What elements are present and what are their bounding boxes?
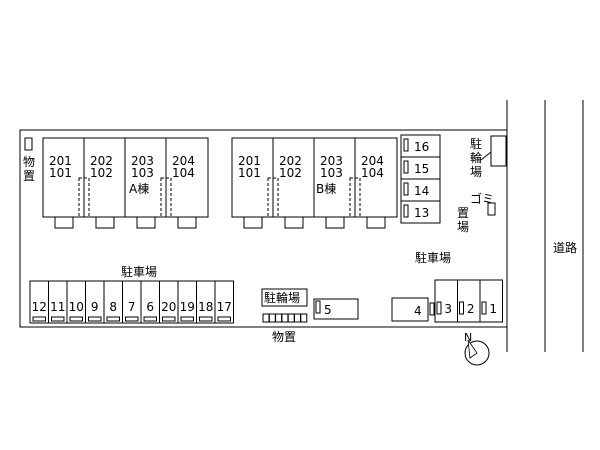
car-stop-icon — [32, 316, 46, 322]
bike-parking-bottom-box — [261, 288, 308, 307]
storage-bottom-label: 物置 — [272, 330, 296, 344]
unit-number-lower: 101 — [238, 166, 261, 180]
bike-parking-right-label: 駐 — [470, 136, 482, 151]
garbage-label: ゴミ — [470, 191, 494, 206]
bike-slot — [294, 313, 301, 323]
parking-space-label: 16 — [414, 140, 429, 154]
parking-space-label: 8 — [109, 300, 117, 314]
parking-space-5 — [313, 298, 359, 320]
unit-number-upper: 201 — [238, 154, 261, 168]
car-stop-icon — [143, 316, 157, 322]
car-stop-icon — [88, 316, 102, 322]
parking-space-label: 14 — [414, 184, 429, 198]
parking-space-label: 6 — [146, 300, 154, 314]
parking-space-label: 1 — [489, 302, 497, 316]
bike-slot — [275, 313, 283, 323]
parking-space-4-label: 4 — [414, 304, 422, 318]
parking-space-label: 3 — [444, 302, 452, 316]
bike-slot — [268, 313, 276, 323]
parking-space-label: 10 — [69, 300, 84, 314]
unit-number-upper: 203 — [320, 154, 343, 168]
parking-space-label: 13 — [414, 206, 429, 220]
bike-parking-right-label: 輪 — [470, 150, 482, 165]
unit-number-upper: 202 — [90, 154, 113, 168]
parking-space-label: 17 — [217, 300, 232, 314]
bike-parking-right-box — [490, 135, 507, 167]
bike-slot — [281, 313, 289, 323]
unit-number-upper: 203 — [131, 154, 154, 168]
north-label: N — [464, 331, 472, 344]
storage-left-label: 置 — [23, 169, 35, 183]
car-stop-icon — [51, 316, 65, 322]
building-b-name: B棟 — [316, 181, 336, 196]
parking-right-column: 16 15 14 13 — [400, 134, 441, 224]
bike-parking-right-label: 場 — [470, 165, 482, 179]
car-stop-icon — [481, 301, 487, 315]
unit-number-lower: 104 — [172, 166, 195, 180]
parking-space-label: 19 — [180, 300, 195, 314]
car-stop-icon — [69, 316, 83, 322]
north-arrow-icon: N — [464, 331, 490, 366]
parking-space-label: 15 — [414, 162, 429, 176]
unit-number-upper: 204 — [172, 154, 195, 168]
unit-number-upper: 204 — [361, 154, 384, 168]
bike-parking-bottom-label: 駐輪場 — [264, 290, 300, 305]
garbage-box — [487, 202, 496, 216]
car-stop-icon — [125, 316, 139, 322]
garbage-label: 置 — [457, 206, 469, 220]
garbage-label: 場 — [457, 220, 469, 234]
unit-number-upper: 201 — [49, 154, 72, 168]
bike-slot — [300, 313, 308, 323]
bike-slot — [262, 313, 270, 323]
bike-slot — [287, 313, 295, 323]
parking-space-label: 2 — [467, 302, 475, 316]
parking-space — [400, 200, 441, 224]
parking-space-5-label: 5 — [324, 303, 332, 317]
car-stop-icon — [403, 160, 409, 174]
car-stop-icon — [217, 316, 231, 322]
car-stop-icon — [199, 316, 213, 322]
car-stop-icon — [436, 301, 442, 315]
building-a-name: A棟 — [129, 181, 149, 196]
unit-number-lower: 103 — [320, 166, 343, 180]
unit-number-lower: 101 — [49, 166, 72, 180]
storage-left-label: 物 — [23, 155, 35, 169]
storage-left-icon — [24, 137, 33, 151]
unit-number-lower: 104 — [361, 166, 384, 180]
parking-label-right: 駐車場 — [415, 250, 451, 265]
road-label: 道路 — [553, 240, 577, 255]
car-stop-icon — [403, 182, 409, 196]
parking-space-label: 20 — [161, 300, 176, 314]
car-stop-icon — [459, 301, 464, 315]
unit-number-lower: 103 — [131, 166, 154, 180]
site-boundary — [19, 129, 508, 328]
unit-number-upper: 202 — [279, 154, 302, 168]
parking-space-label: 9 — [91, 300, 99, 314]
car-stop-icon — [403, 138, 409, 152]
parking-space-label: 12 — [32, 300, 47, 314]
parking-space-label: 7 — [128, 300, 136, 314]
car-stop-icon — [180, 316, 194, 322]
car-stop-icon — [403, 204, 409, 218]
car-stop-icon — [106, 316, 120, 322]
car-stop-icon — [162, 316, 176, 322]
parking-space-4 — [391, 297, 429, 322]
parking-space-label: 11 — [50, 300, 65, 314]
car-stop-icon — [429, 302, 435, 316]
unit-number-lower: 102 — [90, 166, 113, 180]
parking-space-label: 18 — [198, 300, 213, 314]
parking-label-left: 駐車場 — [121, 264, 157, 279]
unit-number-lower: 102 — [279, 166, 302, 180]
